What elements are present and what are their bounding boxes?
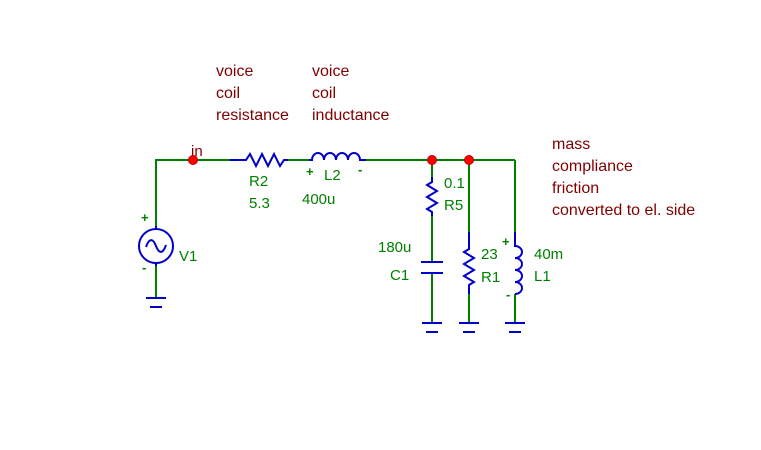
ground-r1: [459, 322, 479, 333]
l2-name: L2: [324, 167, 341, 184]
l1-value: 40m: [534, 246, 563, 263]
capacitor-c1: 180u C1: [378, 239, 443, 284]
polarity-plus: +: [502, 234, 510, 249]
junction-dot: [427, 155, 437, 165]
resistor-r2: R2 5.3: [230, 151, 288, 212]
inductor-coil: [514, 232, 523, 295]
inductor-l2: + - L2 400u: [302, 152, 366, 208]
note-line: resistance: [216, 107, 289, 124]
resistor-zigzag: [230, 151, 288, 169]
l2-value: 400u: [302, 191, 335, 208]
wire: [155, 159, 230, 226]
voice-coil-resistance-note: voice coil resistance: [216, 63, 289, 124]
inductor-l1: + - 40m L1: [502, 232, 563, 302]
polarity-plus: +: [306, 164, 314, 179]
r2-name: R2: [249, 173, 268, 190]
resistor-zigzag: [462, 232, 476, 294]
junction-dot: [464, 155, 474, 165]
ground-v1: [146, 297, 166, 308]
note-line: coil: [312, 85, 336, 102]
r2-value: 5.3: [249, 195, 270, 212]
note-line: voice: [312, 63, 349, 80]
voice-coil-inductance-note: voice coil inductance: [312, 63, 389, 124]
polarity-minus: -: [358, 162, 362, 177]
r5-value: 0.1: [444, 175, 465, 192]
r5-name: R5: [444, 197, 463, 214]
ground-l1: [505, 322, 525, 333]
c1-value: 180u: [378, 239, 411, 256]
mechanical-side-note: mass compliance friction converted to el…: [552, 136, 695, 219]
ground-c1: [422, 322, 442, 333]
v1-name: V1: [179, 248, 197, 265]
note-line: coil: [216, 85, 240, 102]
note-line: mass: [552, 136, 590, 153]
polarity-plus: +: [141, 210, 149, 225]
resistor-zigzag: [425, 177, 439, 216]
voltage-source-v1: + - V1: [138, 210, 197, 275]
resistor-r5: 0.1 R5: [425, 175, 465, 216]
note-line: friction: [552, 180, 599, 197]
c1-name: C1: [390, 267, 409, 284]
r1-value: 23: [481, 246, 498, 263]
note-line: compliance: [552, 158, 633, 175]
r1-name: R1: [481, 269, 500, 286]
resistor-r1: 23 R1: [462, 232, 500, 294]
polarity-minus: -: [142, 260, 146, 275]
junction-dot: [188, 155, 198, 165]
sine-icon: [145, 239, 167, 253]
polarity-minus: -: [506, 287, 510, 302]
note-line: inductance: [312, 107, 389, 124]
node-label-in: in: [191, 143, 203, 160]
inductor-coil: [309, 152, 366, 161]
l1-name: L1: [534, 268, 551, 285]
note-line: converted to el. side: [552, 202, 695, 219]
note-line: voice: [216, 63, 253, 80]
wires: [155, 159, 516, 323]
